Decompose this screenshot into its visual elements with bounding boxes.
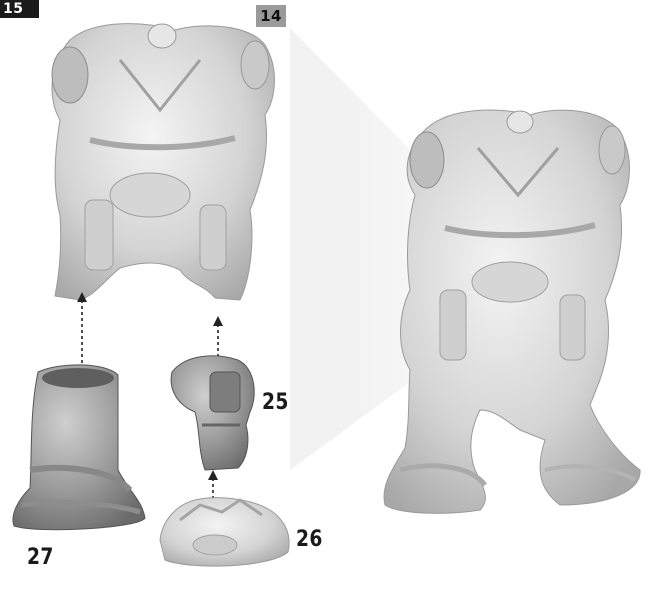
part-label-torso: 14 <box>256 5 286 27</box>
assembled-figure <box>384 110 640 513</box>
torso-part <box>52 24 274 300</box>
step-number-label: 15 <box>0 0 39 18</box>
part-label-base: 26 <box>296 527 323 552</box>
leg-part <box>171 356 254 470</box>
part-label-leg: 25 <box>262 390 289 415</box>
part-label-boot: 27 <box>27 545 54 570</box>
base-part <box>160 498 289 566</box>
boot-part <box>13 365 145 530</box>
